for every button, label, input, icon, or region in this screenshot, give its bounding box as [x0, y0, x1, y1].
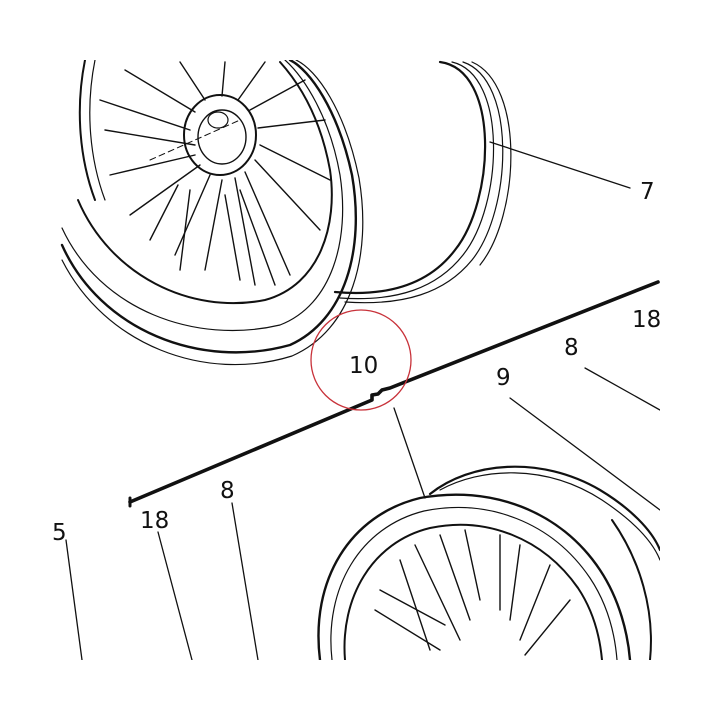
callout-18-right: 18	[632, 307, 661, 333]
leader-18-left	[157, 531, 193, 660]
highlight-circle	[310, 309, 412, 411]
axle-rod	[128, 280, 660, 508]
leader-8-left	[231, 502, 259, 660]
upper-wheel-spokes	[99, 61, 331, 286]
leader-5	[65, 539, 83, 660]
upper-wheel-rim	[60, 60, 364, 366]
callout-5: 5	[52, 520, 67, 546]
leader-10	[393, 407, 426, 499]
leader-8-right	[584, 367, 660, 411]
lower-wheel	[317, 465, 660, 660]
callout-9: 9	[496, 365, 511, 391]
upper-wheel-hub	[149, 94, 257, 176]
callout-7: 7	[640, 179, 655, 205]
callout-8-right: 8	[564, 335, 579, 361]
leader-9	[509, 397, 660, 511]
callout-18-left: 18	[140, 508, 169, 534]
callout-8-left: 8	[220, 478, 235, 504]
callout-labels: 7 18 8 9 10 8 18 5	[52, 179, 661, 546]
callout-10: 10	[349, 353, 378, 379]
upper-tyre	[333, 60, 512, 304]
leader-lines	[65, 141, 660, 660]
leader-7	[489, 141, 631, 189]
